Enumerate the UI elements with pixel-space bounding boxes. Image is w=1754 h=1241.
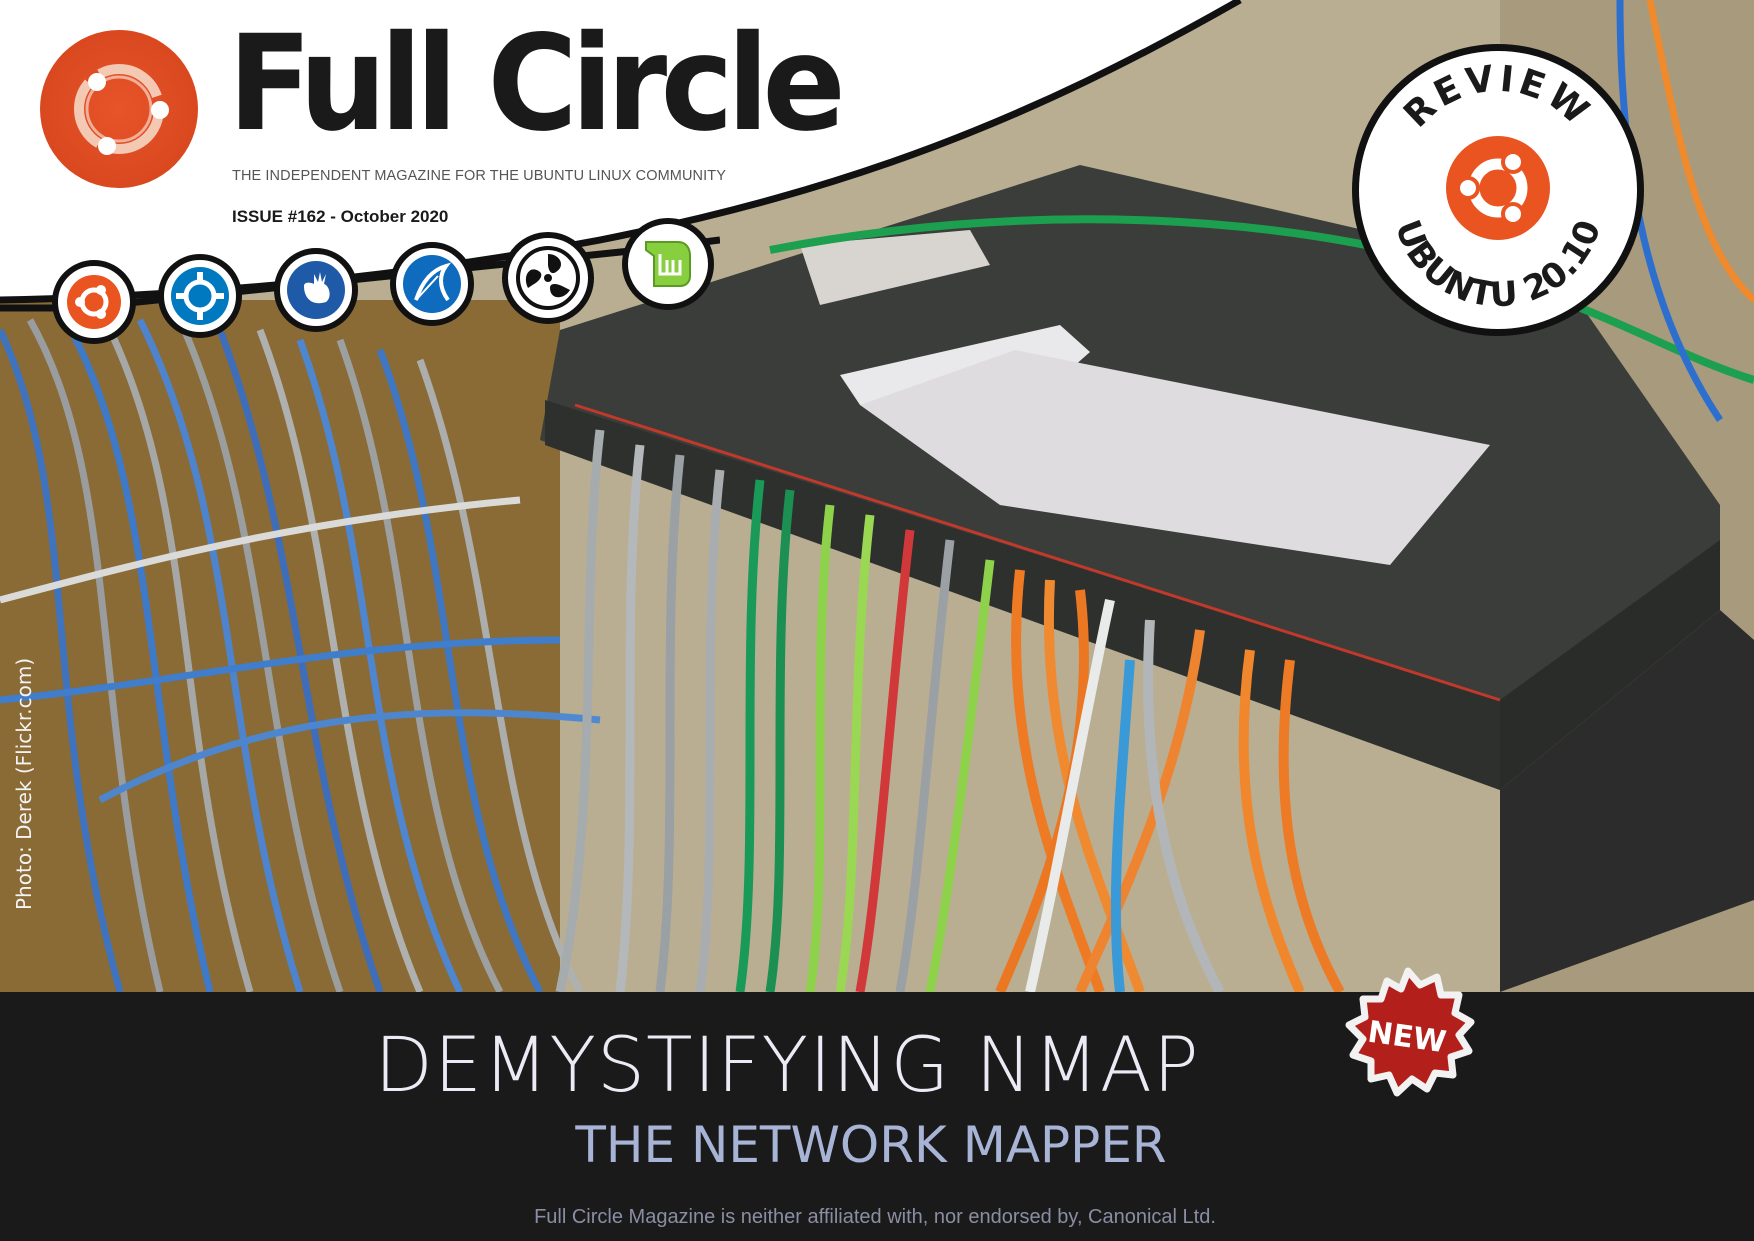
feature-headline: DEMYSTIFYING NMAP bbox=[374, 1020, 1200, 1109]
distro-ubuntu bbox=[52, 260, 136, 344]
starburst-icon: NEW bbox=[1345, 967, 1475, 1097]
feature-subheadline: THE NETWORK MAPPER bbox=[575, 1116, 1167, 1174]
ubuntu-circle-of-friends-icon bbox=[74, 64, 169, 155]
magazine-tagline: THE INDEPENDENT MAGAZINE FOR THE UBUNTU … bbox=[232, 168, 726, 184]
ubuntu-studio-icon bbox=[516, 246, 580, 310]
ubuntu-icon bbox=[67, 275, 121, 329]
review-badge: REVIEW UBUNTU 20.10 bbox=[1352, 44, 1644, 336]
distro-ubuntu-studio bbox=[502, 232, 594, 324]
distro-linux-mint bbox=[622, 218, 714, 310]
magazine-title: Full Circle bbox=[228, 7, 846, 161]
ubuntu-icon bbox=[1446, 136, 1550, 240]
photo-credit: Photo: Derek (Flickr.com) bbox=[12, 657, 36, 910]
review-label: REVIEW bbox=[1396, 58, 1595, 136]
distro-kubuntu bbox=[158, 254, 242, 338]
kubuntu-icon bbox=[171, 267, 229, 325]
xubuntu-icon bbox=[287, 261, 345, 319]
review-badge-graphic: REVIEW UBUNTU 20.10 bbox=[1387, 58, 1609, 316]
distro-lubuntu bbox=[390, 242, 474, 326]
full-circle-logo bbox=[40, 30, 198, 188]
linux-mint-icon bbox=[645, 241, 691, 287]
issue-number: ISSUE #162 - October 2020 bbox=[232, 207, 449, 226]
distro-xubuntu bbox=[274, 248, 358, 332]
lubuntu-icon bbox=[403, 255, 461, 313]
svg-text:REVIEW: REVIEW bbox=[1396, 58, 1599, 136]
new-badge: NEW bbox=[1337, 967, 1479, 1109]
disclaimer: Full Circle Magazine is neither affiliat… bbox=[534, 1206, 1216, 1228]
